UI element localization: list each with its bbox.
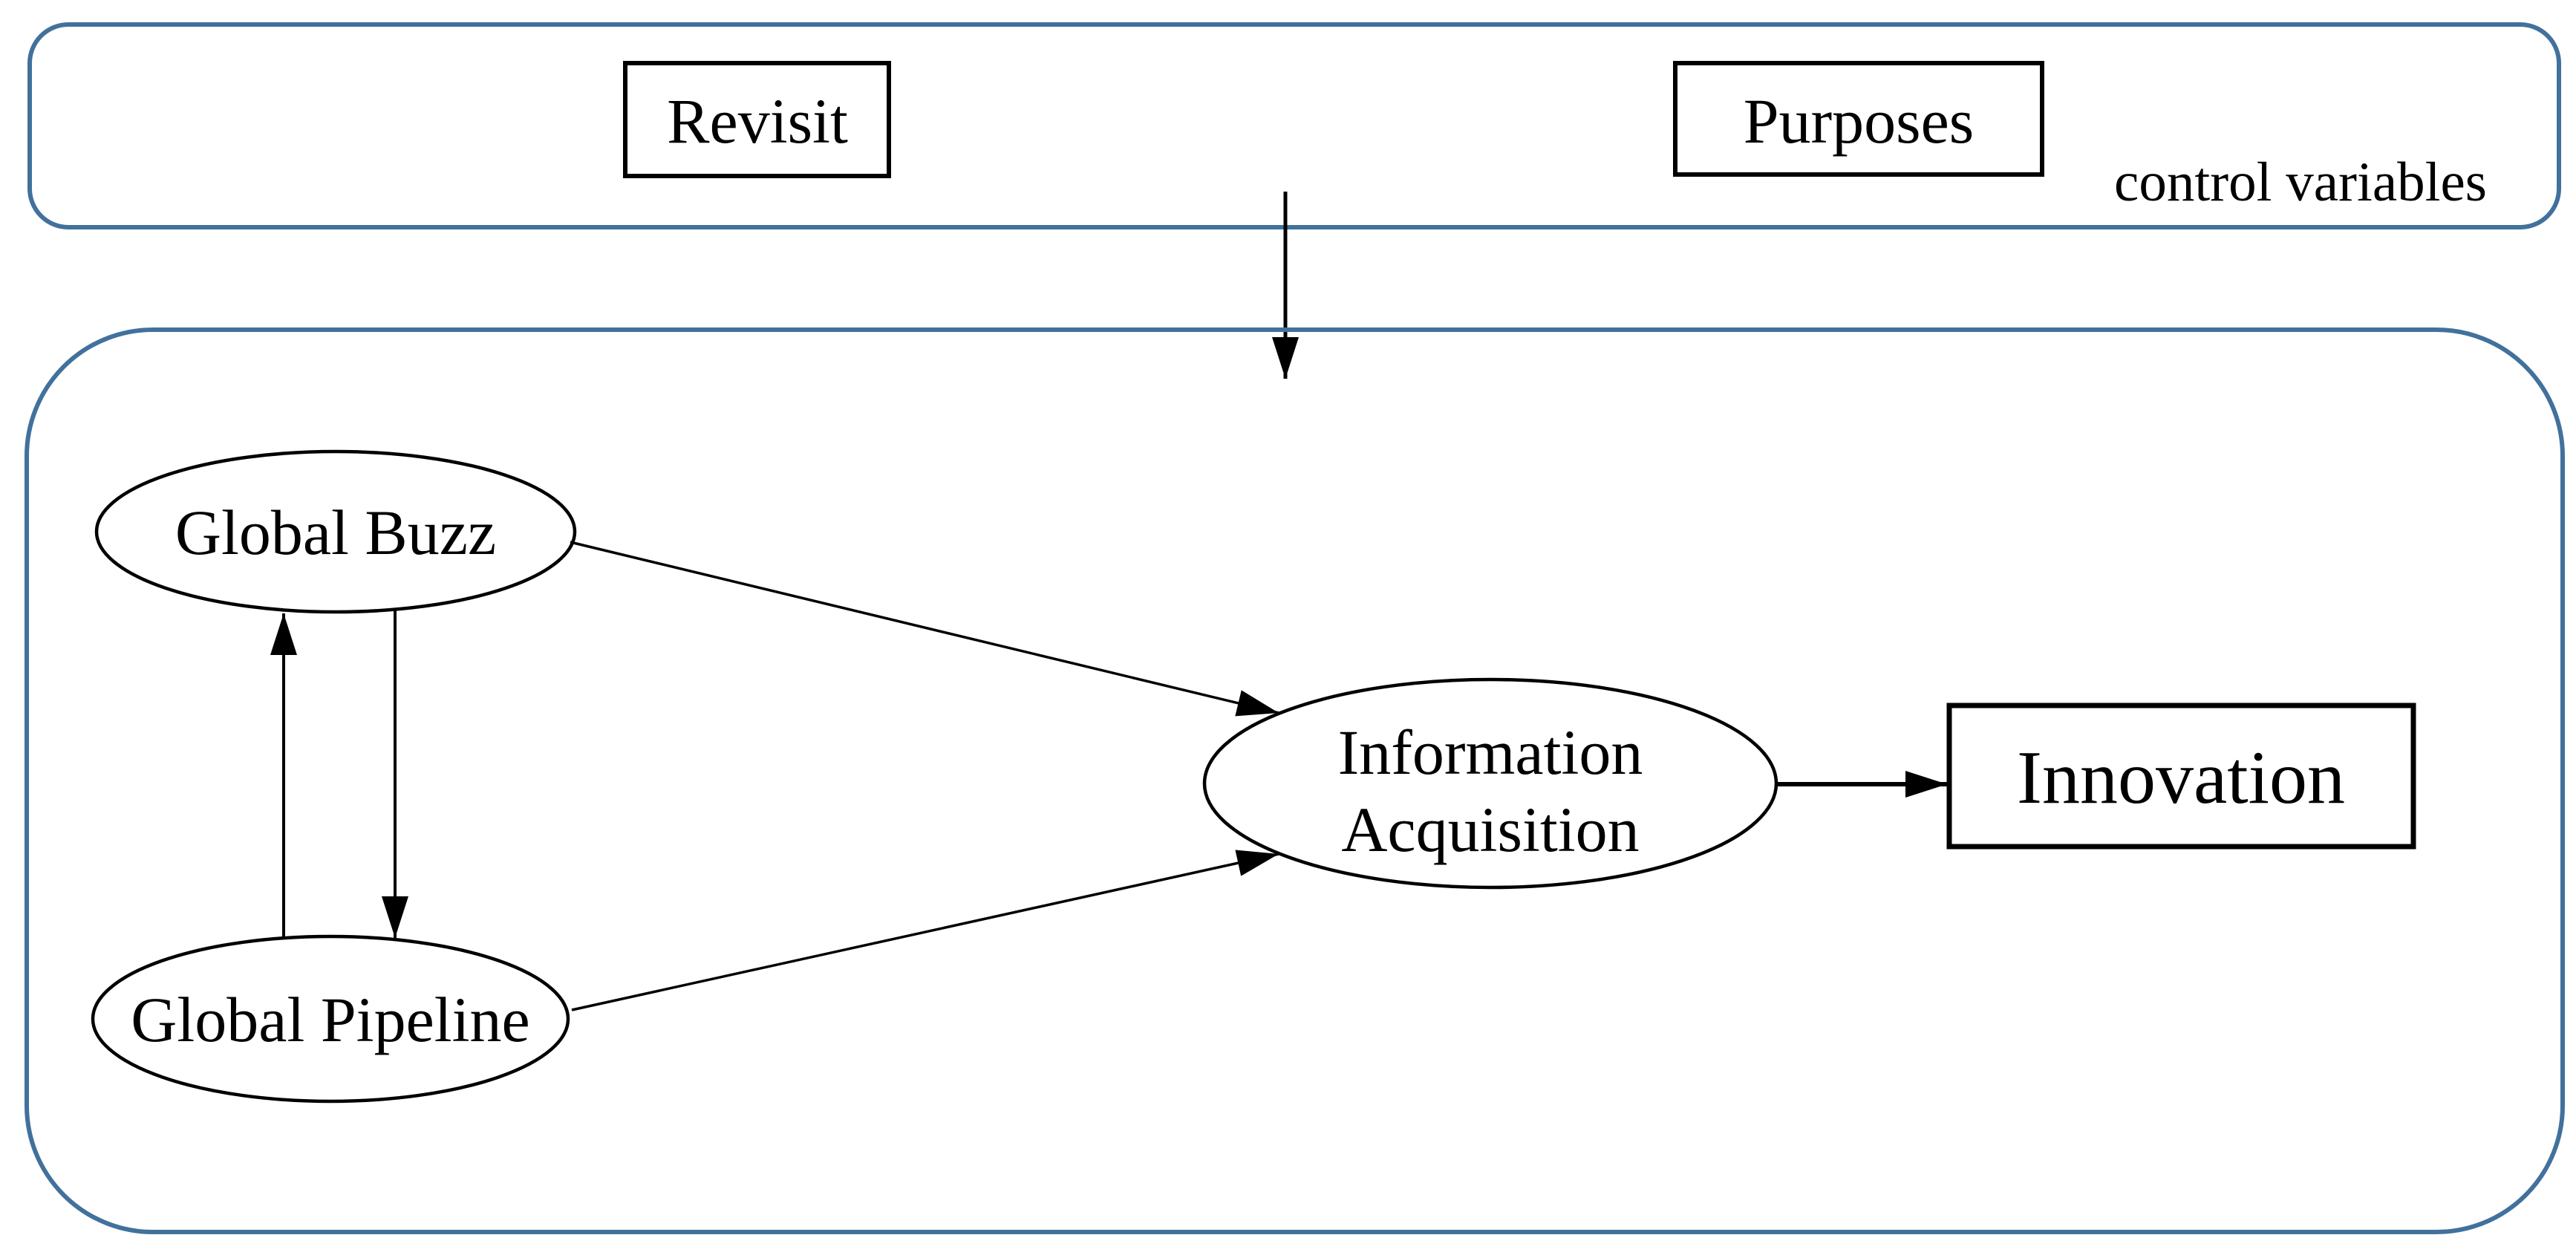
information-acquisition-label-line1: Information <box>1338 717 1643 788</box>
global-pipeline-label: Global Pipeline <box>131 984 529 1055</box>
information-acquisition-label-line2: Acquisition <box>1341 794 1639 865</box>
purposes-box <box>1673 61 2044 177</box>
revisit-label: Revisit <box>667 85 848 157</box>
arrow-buzz-to-information <box>570 541 1279 717</box>
global-buzz-label: Global Buzz <box>175 497 496 568</box>
information-acquisition-ellipse <box>1202 677 1778 890</box>
control-variables-panel <box>27 22 2561 229</box>
model-panel <box>25 327 2565 1234</box>
innovation-label: Innovation <box>2017 736 2345 820</box>
purposes-label: Purposes <box>1744 85 1975 157</box>
innovation-box <box>1946 703 2416 850</box>
control-variables-label: control variables <box>2114 151 2487 213</box>
global-pipeline-ellipse <box>91 934 570 1104</box>
arrow-pipeline-to-information <box>571 850 1279 1011</box>
global-buzz-ellipse <box>94 449 577 614</box>
revisit-box <box>623 61 891 178</box>
